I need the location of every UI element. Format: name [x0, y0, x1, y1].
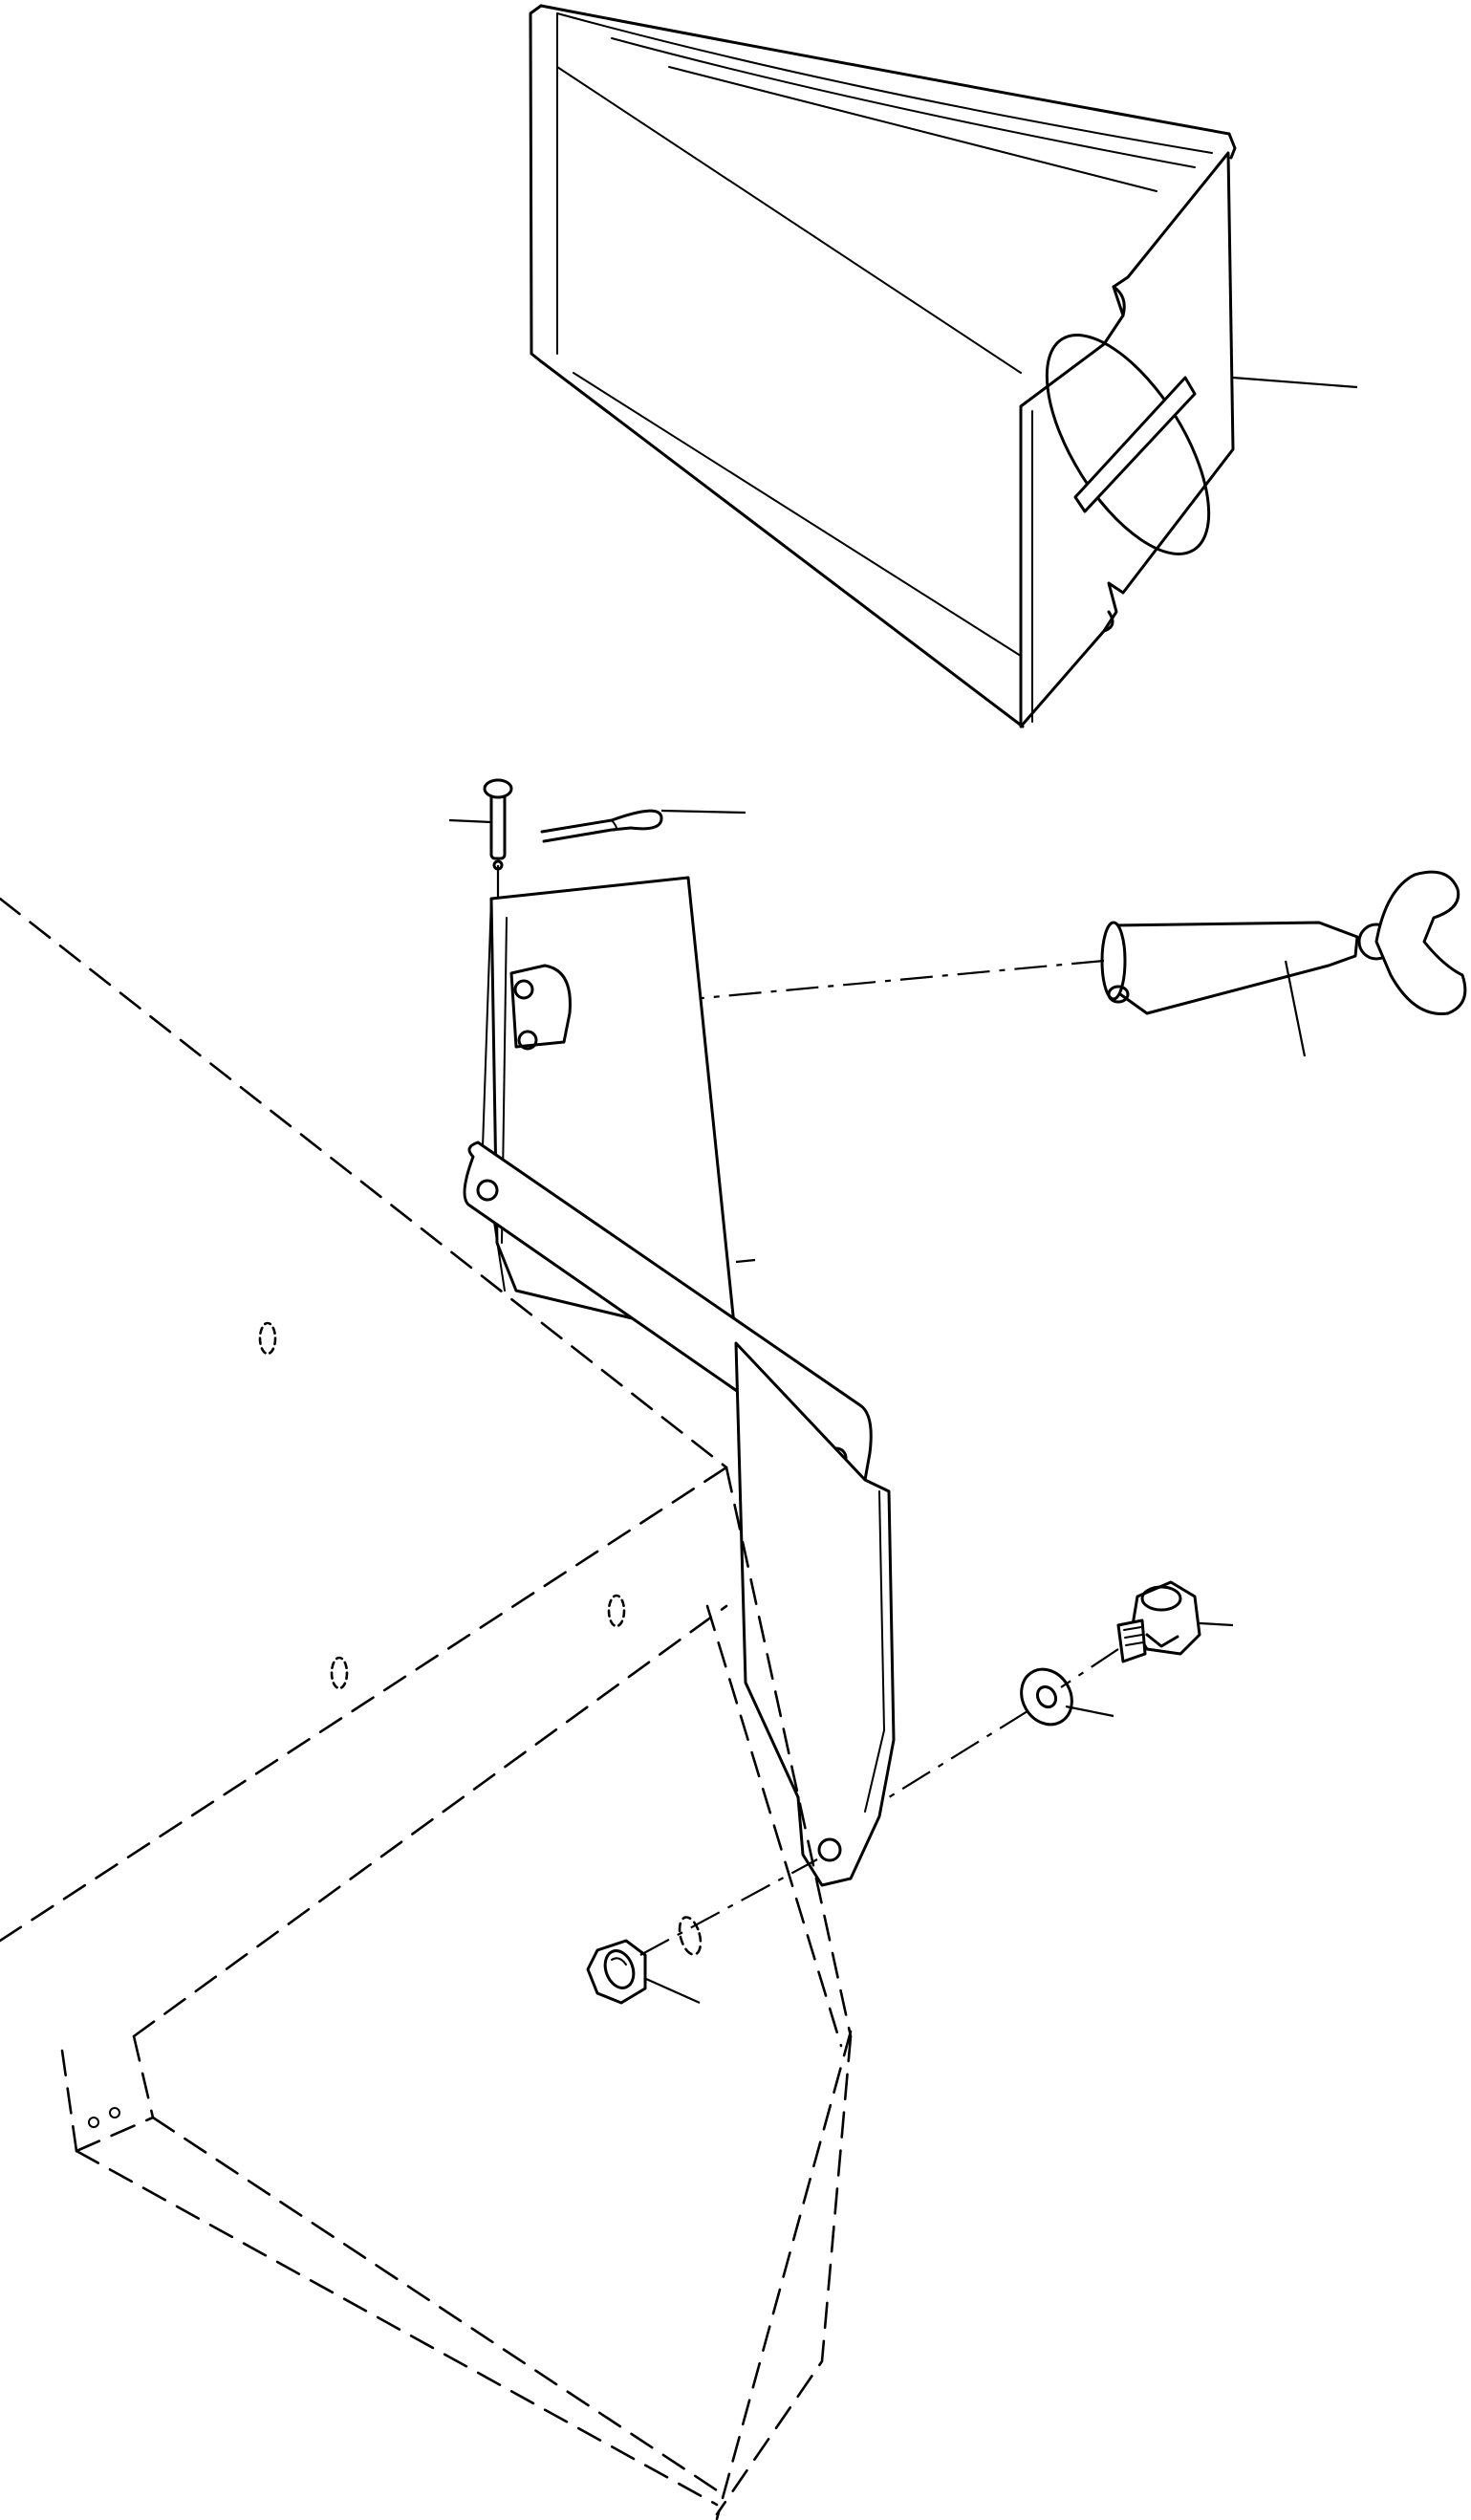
- t-handle-pin: [1100, 870, 1467, 1057]
- phantom-housing: [0, 897, 853, 2520]
- deflector-hood: [529, 4, 1358, 728]
- mounting-bracket: [463, 876, 896, 1887]
- cotter-pin: [540, 809, 746, 843]
- flange-bolt: [1116, 1580, 1234, 1663]
- clevis-pin: [448, 778, 513, 871]
- flat-washer: [1020, 1667, 1114, 1727]
- hex-nut: [586, 1939, 701, 2005]
